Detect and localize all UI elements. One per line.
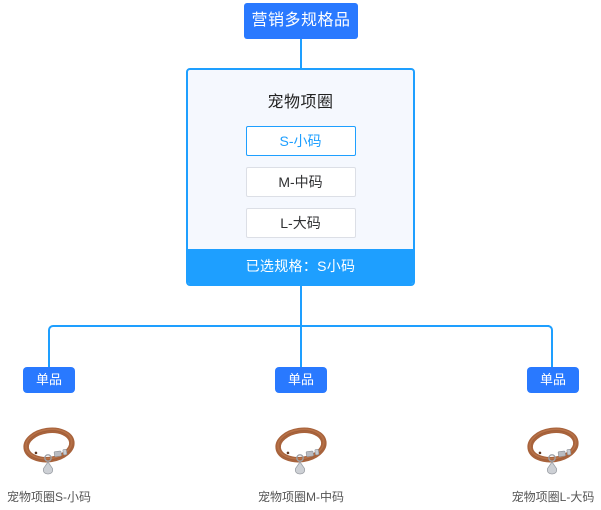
- connector-corner-right: [543, 325, 553, 335]
- spec-option-m[interactable]: M-中码: [245, 167, 356, 197]
- spec-card-title: 宠物项圈: [267, 94, 334, 111]
- sku-label: 宠物项圈S-小码: [6, 490, 91, 504]
- pet-collar-image: [18, 418, 80, 480]
- sku-badge[interactable]: 单品: [275, 367, 327, 393]
- connector-corner-left: [48, 325, 58, 335]
- sku-column-l: 单品 宠物项圈L-大码: [473, 367, 601, 505]
- connector-drop-left: [48, 333, 50, 367]
- connector-root-to-card: [300, 39, 302, 68]
- pet-collar-image: [270, 418, 332, 480]
- spec-card: 宠物项圈 S-小码 M-中码 L-大码 已选规格：S小码: [186, 68, 415, 286]
- connector-drop-center: [300, 325, 302, 367]
- spec-card-selected-footer: 已选规格：S小码: [188, 249, 413, 284]
- spec-option-s[interactable]: S-小码: [245, 126, 356, 156]
- root-node-label: 营销多规格品: [251, 12, 351, 29]
- spec-option-list: S-小码 M-中码 L-大码: [188, 126, 413, 238]
- sku-badge[interactable]: 单品: [23, 367, 75, 393]
- spec-option-l[interactable]: L-大码: [245, 208, 356, 238]
- pet-collar-image: [522, 418, 584, 480]
- sku-column-s: 单品 宠物项圈S-小码: [0, 367, 129, 505]
- connector-drop-right: [551, 333, 553, 367]
- root-node[interactable]: 营销多规格品: [244, 3, 358, 39]
- sku-badge[interactable]: 单品: [527, 367, 579, 393]
- sku-label: 宠物项圈M-中码: [258, 490, 344, 504]
- sku-column-m: 单品 宠物项圈M-中码: [221, 367, 381, 505]
- sku-label: 宠物项圈L-大码: [511, 490, 595, 504]
- connector-card-to-bus: [300, 286, 302, 327]
